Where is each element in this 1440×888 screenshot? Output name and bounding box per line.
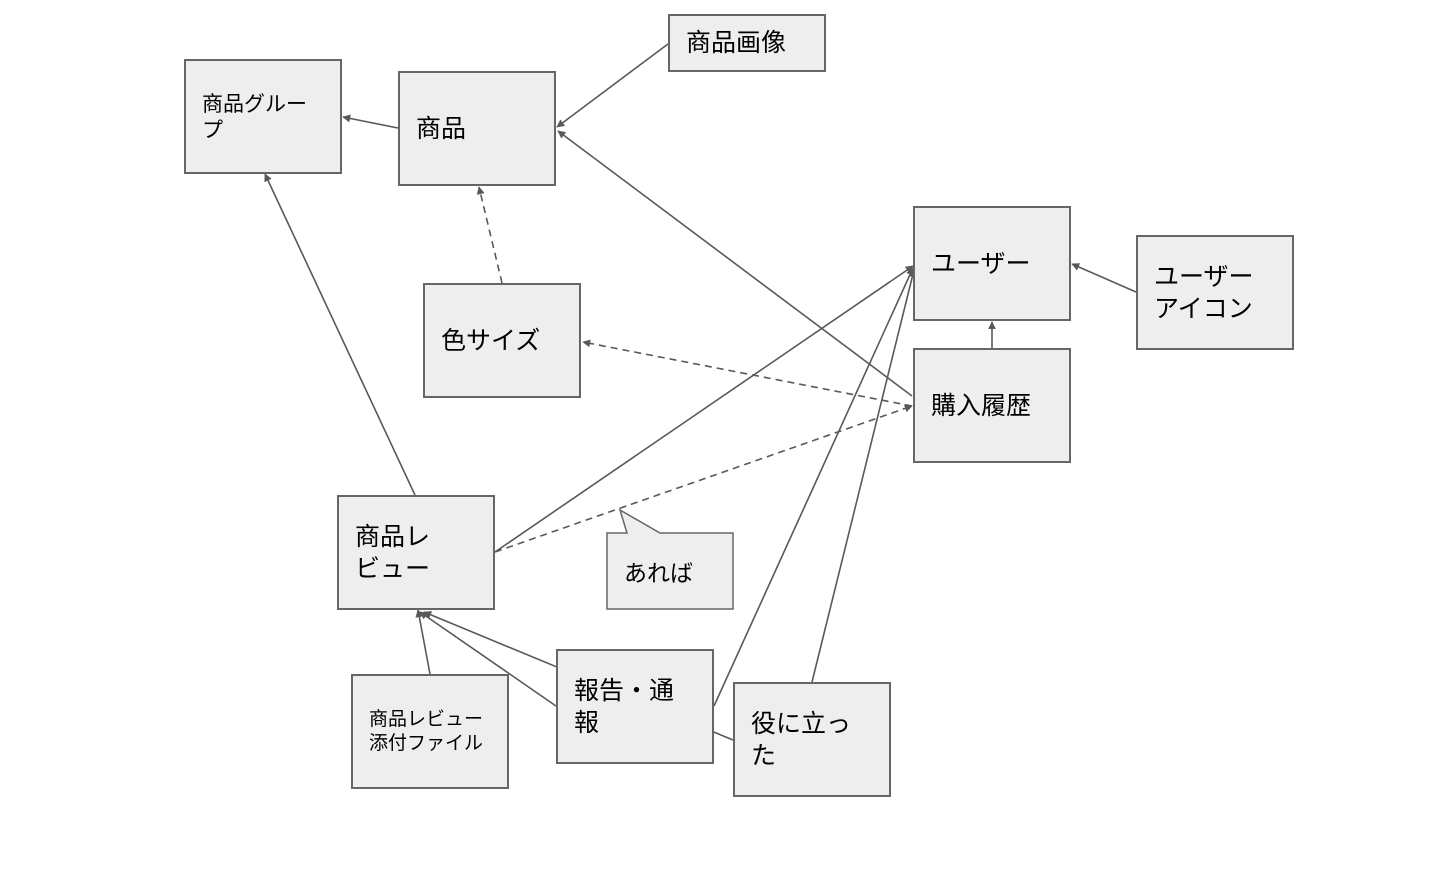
node-label: 色サイズ (441, 325, 541, 355)
node-label: 商品レ ビュー (355, 522, 431, 583)
node-product-group[interactable]: 商品グループ (184, 59, 342, 174)
node-report[interactable]: 報告・通 報 (556, 649, 714, 764)
edge-user-icon-to-user[interactable] (1071, 263, 1137, 293)
node-label: 商品画像 (686, 28, 787, 58)
node-label: 役に立っ た (751, 709, 852, 770)
edge-review-attachment-to-product-review[interactable] (415, 609, 431, 675)
edge-product-image-to-product[interactable] (556, 43, 669, 128)
node-product-review[interactable]: 商品レ ビュー (337, 495, 495, 610)
node-user[interactable]: ユーザー (913, 206, 1071, 321)
node-label: 商品グループ (202, 92, 307, 143)
callout-shape (606, 508, 734, 610)
edge-helpful-to-user[interactable] (811, 269, 917, 683)
node-label: ユーザー (931, 249, 1031, 278)
node-user-icon[interactable]: ユーザー アイコン (1136, 235, 1294, 350)
node-label: 報告・通 報 (574, 676, 675, 737)
node-label: ユーザー アイコン (1154, 262, 1254, 323)
node-product[interactable]: 商品 (398, 71, 556, 186)
node-label: 商品レビュー 添付ファイル (369, 707, 484, 754)
node-label: 商品 (416, 113, 467, 143)
node-helpful[interactable]: 役に立っ た (733, 682, 891, 797)
callout-label: あれば (624, 561, 693, 587)
node-product-image[interactable]: 商品画像 (668, 14, 826, 72)
edge-product-review-to-product-group[interactable] (264, 173, 416, 496)
node-label: 購入履歴 (931, 391, 1032, 420)
node-review-attachment[interactable]: 商品レビュー 添付ファイル (351, 674, 509, 789)
edge-report-to-user[interactable] (713, 267, 914, 707)
edge-product-review-to-user[interactable] (494, 265, 914, 553)
edge-report-to-product-review[interactable] (419, 611, 557, 707)
edge-purchase-history-to-color-size[interactable] (582, 339, 913, 407)
edge-purchase-history-to-product[interactable] (557, 130, 913, 397)
edge-color-size-to-product[interactable] (476, 186, 503, 284)
node-purchase-history[interactable]: 購入履歴 (913, 348, 1071, 463)
node-color-size[interactable]: 色サイズ (423, 283, 581, 398)
edge-product-review-to-purchase-history[interactable] (494, 404, 913, 553)
edge-product-to-product-group[interactable] (342, 114, 399, 129)
